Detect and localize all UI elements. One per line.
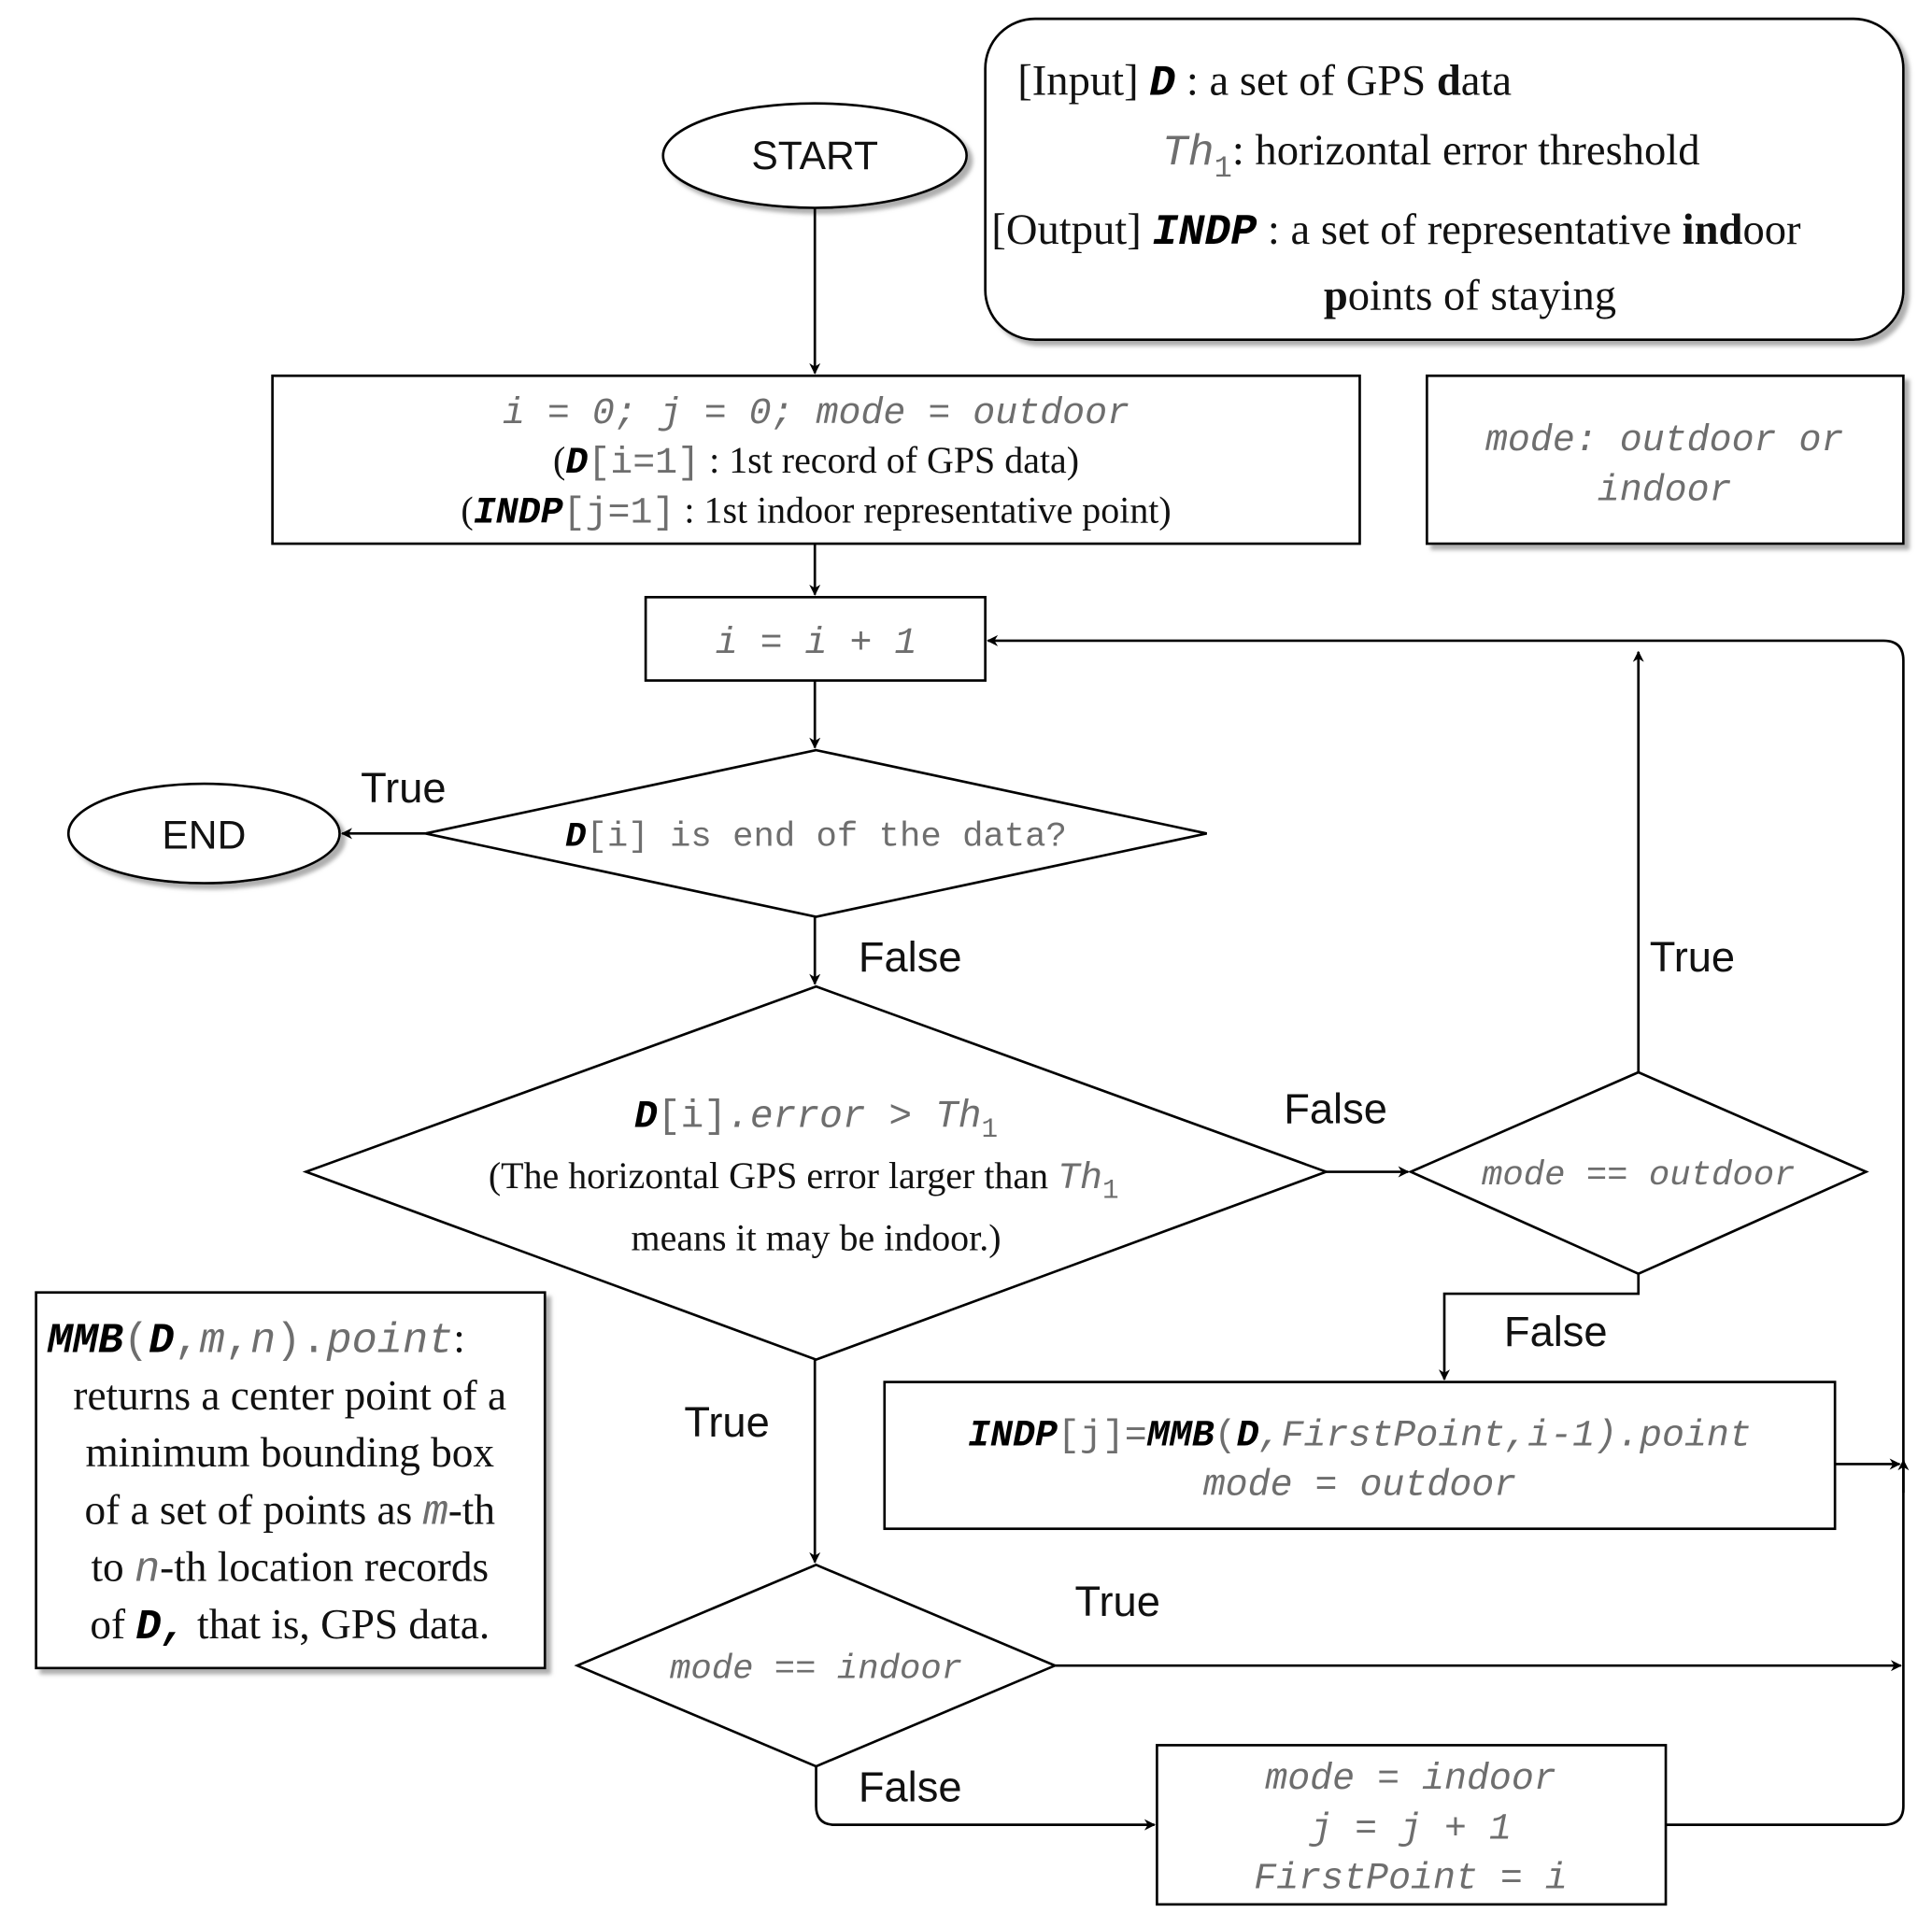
label-false-indoor: False (859, 1763, 962, 1810)
mmb-desc-2: returns a center point of a (73, 1372, 506, 1419)
error-check-explanation: (The horizontal GPS error larger than Th… (489, 1154, 1119, 1207)
mmb-note-box (35, 1291, 547, 1670)
init-indp-note: (INDP[j=1] : 1st indoor representative p… (461, 489, 1171, 533)
label-true-outdoor: True (1650, 933, 1735, 981)
mmb-desc-6: of D, that is, GPS data. (90, 1601, 490, 1651)
indp-mode-reset: mode = outdoor (1203, 1465, 1517, 1507)
input-output-box (984, 17, 1905, 342)
end-check-label: D[i] is end of the data? (565, 818, 1067, 857)
indoor-check-label: mode == indoor (670, 1650, 962, 1690)
arrow-indoorcheck-to-updatebox (815, 1766, 1156, 1831)
mmb-desc-4: of a set of points as m-th (85, 1486, 496, 1537)
outdoor-check-label: mode == outdoor (1482, 1156, 1795, 1196)
label-false-error: False (1284, 1085, 1387, 1133)
init-assignments: i = 0; j = 0; mode = outdoor (503, 392, 1129, 434)
mmb-desc-5: to n-th location records (91, 1544, 489, 1594)
arrow-outdoorcheck-to-indpbox (1439, 1273, 1641, 1381)
init-d-note: (D[i=1] : 1st record of GPS data) (553, 439, 1079, 484)
indp-box (883, 1381, 1837, 1531)
label-true-end: True (361, 764, 446, 812)
threshold-line: Th1: horizontal error threshold (1162, 126, 1700, 186)
end-label: END (162, 813, 246, 857)
end-terminal (66, 782, 341, 885)
mmb-signature: MMB(D,m,n).point: (47, 1315, 465, 1366)
label-true-indoor: True (1075, 1578, 1160, 1625)
indoor-update-box (1156, 1744, 1668, 1906)
mmb-desc-3: minimum bounding box (85, 1429, 494, 1476)
update-mode-indoor: mode = indoor (1265, 1758, 1556, 1800)
label-false-outdoor: False (1504, 1308, 1608, 1355)
indp-assignment: INDP[j]=MMB(D,FirstPoint,i-1).point (968, 1414, 1752, 1456)
mode-note-line2: indoor (1598, 469, 1732, 511)
label-true-error: True (684, 1398, 769, 1446)
label-false-end: False (859, 933, 962, 981)
error-check-explanation-2: means it may be indoor.) (632, 1216, 1002, 1258)
mode-note-box (1426, 374, 1905, 545)
increment-label: i = i + 1 (716, 622, 917, 664)
input-line: [Input] D : a set of GPS data (1017, 56, 1512, 107)
error-check-condition: D[i].error > Th1 (634, 1097, 998, 1146)
update-firstpoint: FirstPoint = i (1254, 1858, 1568, 1900)
loop-return-line (987, 634, 1905, 1826)
mode-note-line1: mode: outdoor or (1485, 419, 1843, 461)
output-line: [Output] INDP : a set of representative … (991, 205, 1801, 257)
output-line-2: points of staying (1324, 272, 1616, 320)
increment-box (644, 595, 987, 682)
start-label: START (751, 134, 878, 178)
update-j-increment: j = j + 1 (1308, 1807, 1512, 1849)
